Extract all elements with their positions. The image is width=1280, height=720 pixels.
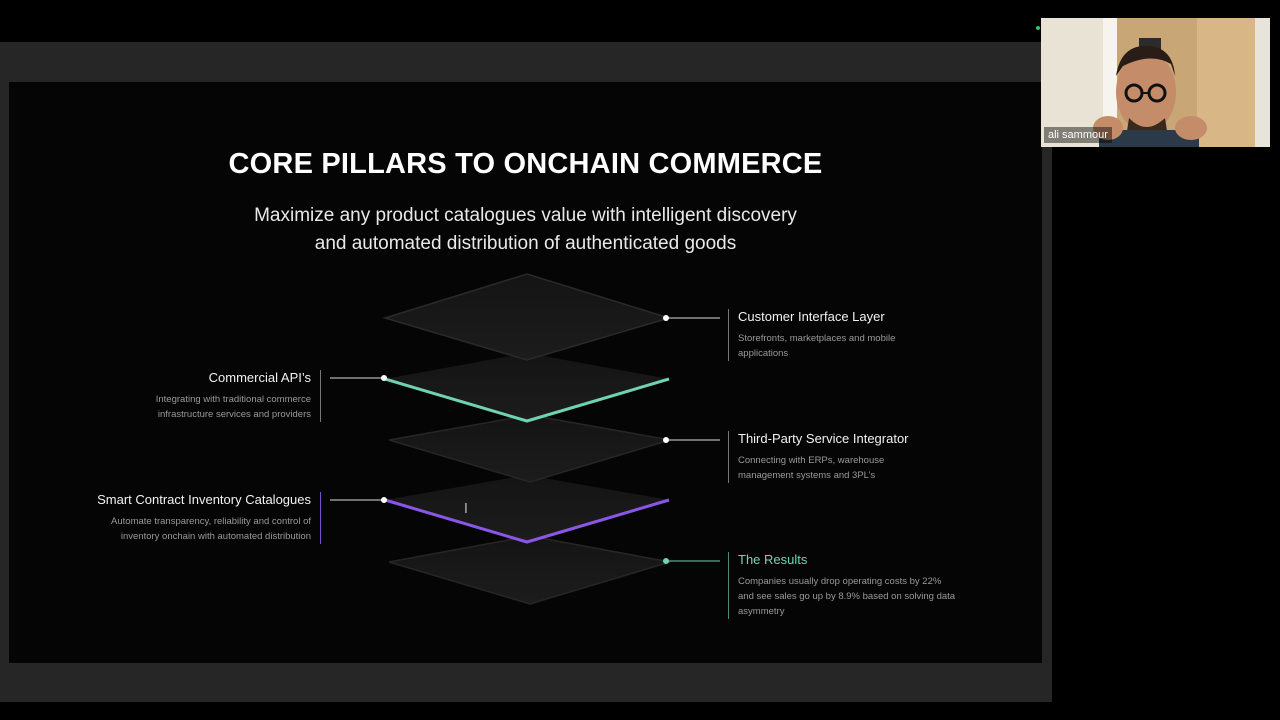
- pillar-third-party: Third-Party Service Integrator Connectin…: [728, 431, 968, 483]
- layer-plate-2: [384, 353, 670, 423]
- connector-third-party: [663, 437, 720, 443]
- pillar-title: Third-Party Service Integrator: [738, 431, 909, 446]
- subtitle-line-1: Maximize any product catalogues value wi…: [254, 205, 797, 226]
- slide-title: CORE PILLARS TO ONCHAIN COMMERCE: [228, 148, 823, 180]
- pillar-description: Companies usually drop operating costs b…: [738, 576, 956, 617]
- pillar-title: Customer Interface Layer: [738, 309, 885, 324]
- pillar-title: Commercial API’s: [208, 370, 311, 385]
- participant-video-feed: [1041, 18, 1270, 147]
- pillar-description: Connecting with ERPs, warehouse manageme…: [738, 455, 885, 481]
- subtitle-line-2: and automated distribution of authentica…: [314, 233, 737, 254]
- connector-customer-interface: [663, 315, 720, 321]
- pillar-title: The Results: [738, 552, 808, 567]
- active-speaker-dot: [1036, 26, 1040, 30]
- pillar-smart-contract: Smart Contract Inventory Catalogues Auto…: [71, 492, 321, 544]
- pillar-commercial-apis: Commercial API’s Integrating with tradit…: [105, 370, 321, 422]
- participant-name-label: ali sammour: [1044, 127, 1112, 143]
- connector-smart-contract: [330, 497, 387, 503]
- layer-plate-4: [384, 475, 670, 544]
- presentation-slide: CORE PILLARS TO ONCHAIN COMMERCE Maximiz…: [9, 82, 1042, 663]
- layer-plate-1: [382, 273, 672, 361]
- pillar-customer-interface: Customer Interface Layer Storefronts, ma…: [728, 309, 968, 361]
- layer-stack-graphic: [330, 273, 720, 605]
- pillar-title: Smart Contract Inventory Catalogues: [97, 492, 311, 507]
- participant-video-tile[interactable]: ali sammour: [1041, 18, 1270, 147]
- pillar-results: The Results Companies usually drop opera…: [728, 552, 968, 619]
- layer-plate-3: [388, 414, 671, 483]
- text-cursor-icon: I: [464, 502, 468, 517]
- slide-subtitle: Maximize any product catalogues value wi…: [9, 202, 1042, 258]
- connector-results: [663, 558, 720, 564]
- pillar-description: Integrating with traditional commerce in…: [155, 394, 311, 420]
- pillar-description: Automate transparency, reliability and c…: [111, 516, 311, 542]
- pillar-description: Storefronts, marketplaces and mobile app…: [738, 333, 896, 359]
- connector-commercial-apis: [330, 375, 387, 381]
- layer-plate-5: [388, 535, 671, 605]
